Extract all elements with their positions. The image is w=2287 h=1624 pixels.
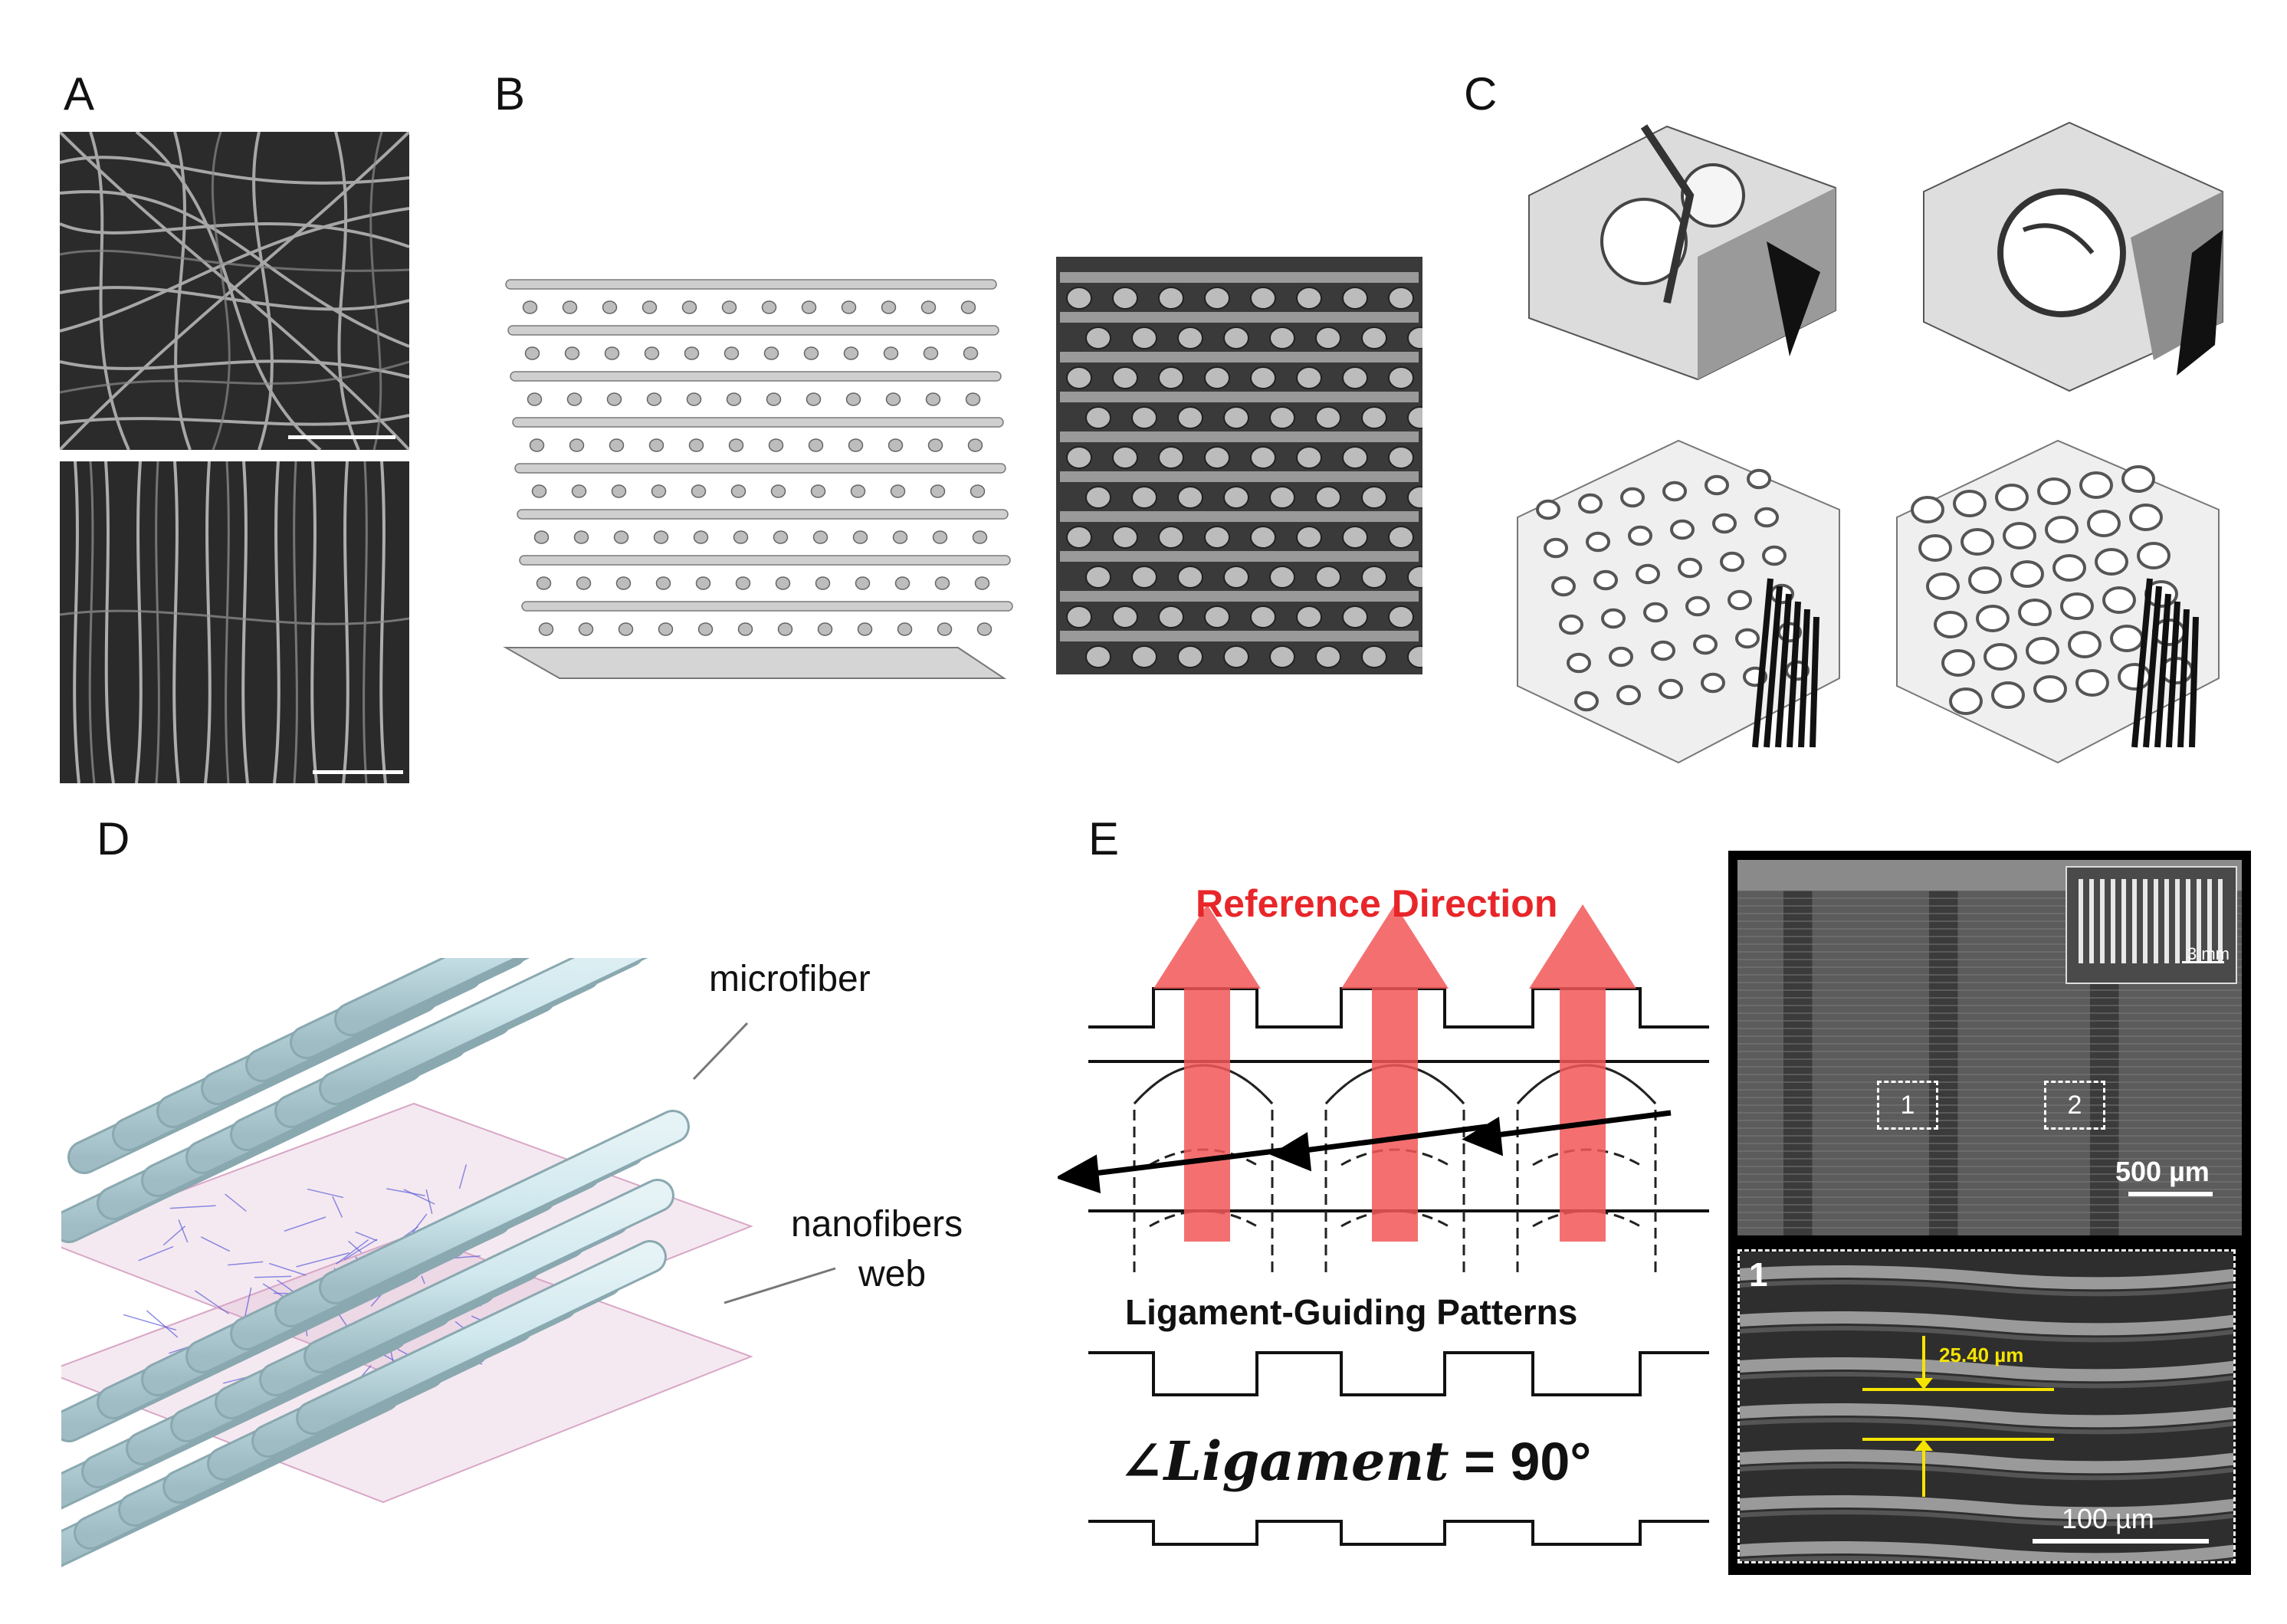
reference-direction-label: Reference Direction <box>1196 881 1557 926</box>
panel-c-tpms-lattice-1 <box>1502 425 1855 786</box>
sem-top-scale-bar <box>2128 1192 2213 1196</box>
sem-bottom-index: 1 <box>1749 1256 1767 1294</box>
sem-bottom-surface <box>1740 1252 2236 1563</box>
sem-top-inset: 3 mm <box>2066 866 2237 984</box>
sem-top-scale-label: 500 µm <box>2115 1156 2210 1188</box>
region-box-1: 1 <box>1877 1081 1938 1130</box>
panel-a-aligned-fibers-image <box>60 461 409 783</box>
nanofibers-web-label: web <box>858 1253 926 1295</box>
sem-bottom-frame: 1 25.40 µm 100 µm <box>1737 1249 2236 1563</box>
region-box-1-label: 1 <box>1879 1083 1936 1127</box>
panel-letter-d: D <box>97 812 130 865</box>
ligament-angle-label: ∠Ligament = 90° <box>1119 1429 1591 1493</box>
panel-b-woodpile-sem-image <box>1056 257 1422 674</box>
panel-c-tpms-unit-cell-1 <box>1514 103 1851 395</box>
panel-e-sem-top: 3 mm 1 2 500 µm 1 25.40 µm 100 µm <box>1728 851 2251 1575</box>
panel-letter-a: A <box>64 67 94 120</box>
inset-scale-label: 3 mm <box>2187 944 2230 964</box>
microfiber-label: microfiber <box>709 958 871 1000</box>
ligament-angle-symbol: ∠Ligament <box>1119 1429 1449 1493</box>
ligament-angle-value: = 90° <box>1464 1432 1591 1491</box>
region-box-2: 2 <box>2044 1081 2105 1130</box>
sem-bottom-scale-label: 100 µm <box>2062 1503 2154 1535</box>
sem-bottom-scale-bar <box>2033 1539 2209 1544</box>
inset-grating <box>2067 868 2236 983</box>
panel-letter-c: C <box>1464 67 1497 120</box>
panel-letter-b: B <box>494 67 525 120</box>
region-box-2-label: 2 <box>2046 1083 2103 1127</box>
panel-c-tpms-lattice-2 <box>1882 425 2234 778</box>
panel-letter-e: E <box>1088 812 1119 865</box>
ligament-guiding-patterns-label: Ligament-Guiding Patterns <box>1125 1291 1577 1333</box>
nanofibers-label: nanofibers <box>791 1203 963 1245</box>
panel-b-woodpile-rendering <box>498 264 1035 694</box>
panel-a-random-fibers-image <box>60 132 409 450</box>
panel-c-tpms-unit-cell-2 <box>1901 100 2238 406</box>
sem-bottom-measurement: 25.40 µm <box>1939 1343 2023 1367</box>
panel-d-scaffold-diagram <box>61 958 828 1586</box>
